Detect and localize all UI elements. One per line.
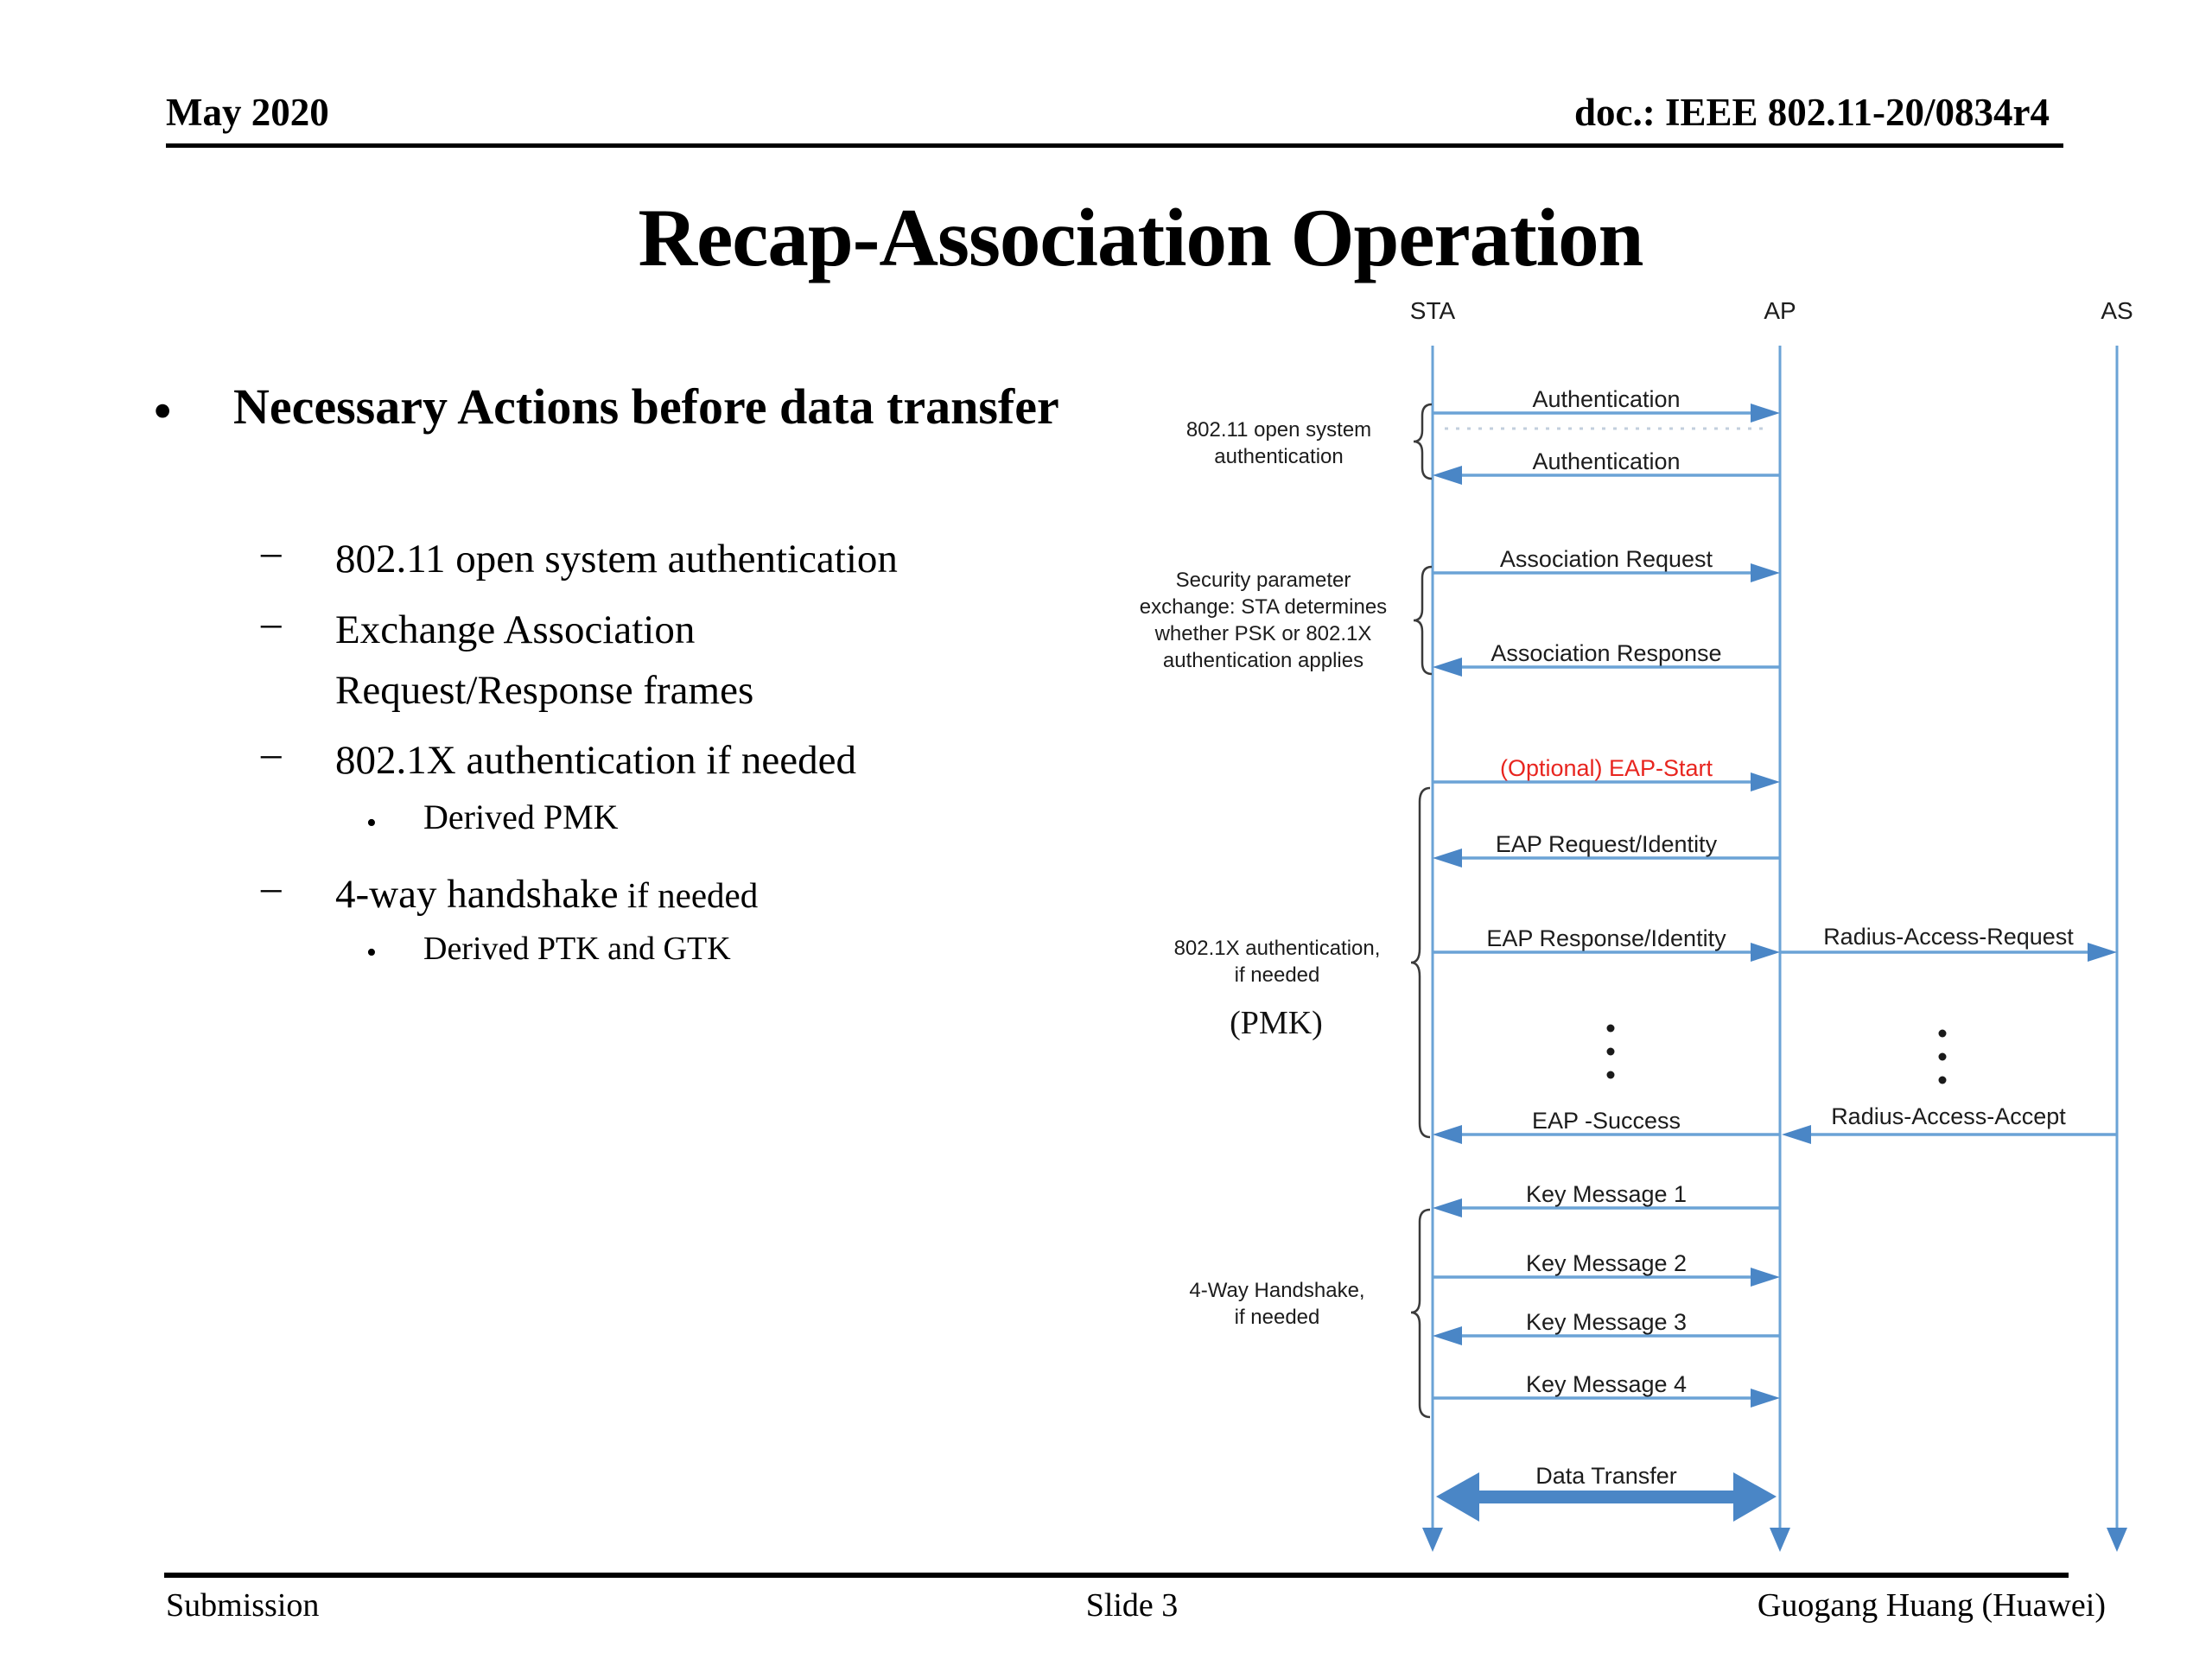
footer-rule <box>164 1573 2069 1578</box>
arrowhead-right <box>1751 1268 1780 1287</box>
ellipsis-dot <box>1606 1047 1615 1056</box>
sub-list-item: Derived PTK and GTK <box>423 931 731 967</box>
header-rule <box>166 143 2063 148</box>
data-transfer-arrowhead-right <box>1733 1472 1777 1522</box>
page-title: Recap-Association Operation <box>638 192 1643 283</box>
dash-marker: – <box>261 731 282 776</box>
arrowhead-right <box>2088 943 2117 962</box>
message-label: Association Response <box>1491 640 1722 666</box>
bullet-heading: Necessary Actions before data transfer <box>233 378 1059 435</box>
sub-list-item: Derived PMK <box>423 798 619 836</box>
message-label: EAP -Success <box>1531 1108 1681 1134</box>
ellipsis-dot <box>1938 1076 1947 1084</box>
list-item-main: 4-way handshake <box>335 872 619 917</box>
arrowhead-right <box>1751 772 1780 791</box>
annotation-open-system-auth: 802.11 open system authentication <box>1185 418 1372 468</box>
ellipsis-dot <box>1938 1052 1947 1061</box>
message-label-data-transfer: Data Transfer <box>1535 1463 1677 1489</box>
sub-bullet-marker: • <box>366 807 377 839</box>
open-system-auth-brace <box>1413 403 1433 480</box>
message-label: Radius-Access-Accept <box>1831 1103 2066 1129</box>
data-transfer-arrowhead-left <box>1436 1472 1479 1522</box>
actor-label-sta: STA <box>1409 297 1456 324</box>
dash-marker: – <box>261 601 282 645</box>
annotation-security-parameter: Security parameter exchange: STA determi… <box>1139 569 1388 672</box>
four-way-handshake-brace <box>1410 1208 1431 1419</box>
dot1x-auth-brace <box>1410 786 1431 1139</box>
footer-submission: Submission <box>166 1587 320 1624</box>
sub-bullet-marker: • <box>366 937 377 969</box>
list-item-tail: if needed <box>618 875 759 915</box>
arrowhead-left <box>1433 1326 1462 1345</box>
list-item: 802.11 open system authentication <box>335 537 898 582</box>
actor-label-ap: AP <box>1764 297 1796 324</box>
ellipsis-dot <box>1938 1029 1947 1038</box>
message-label: Key Message 4 <box>1525 1371 1688 1397</box>
arrowhead-left <box>1433 849 1462 868</box>
message-label: Authentication <box>1532 448 1681 474</box>
ellipsis-dot <box>1606 1024 1615 1033</box>
message-label: Radius-Access-Request <box>1823 924 2074 950</box>
arrowhead-left <box>1433 1198 1462 1217</box>
header-date: May 2020 <box>166 91 329 134</box>
arrowhead-right <box>1751 563 1780 582</box>
annotation-8021x-auth: 802.1X authentication, if needed <box>1173 937 1381 987</box>
footer-slide-number: Slide 3 <box>1085 1587 1179 1624</box>
arrowhead-right <box>1751 1389 1780 1408</box>
list-item: Exchange Association Request/Response fr… <box>335 607 754 713</box>
arrowhead-right <box>1751 404 1780 423</box>
arrowhead-right <box>1751 943 1780 962</box>
dash-marker: – <box>261 865 282 910</box>
footer-author: Guogang Huang (Huawei) <box>1757 1587 2106 1624</box>
list-item: 4-way handshake if needed <box>335 864 1113 925</box>
sta-lifeline-end-arrowhead <box>1422 1528 1443 1552</box>
dash-marker: – <box>261 530 282 575</box>
arrowhead-left <box>1433 1125 1462 1144</box>
message-label: EAP Response/Identity <box>1486 925 1726 951</box>
data-transfer-arrow-body <box>1474 1491 1738 1503</box>
message-label: Key Message 3 <box>1525 1309 1688 1335</box>
bullet-marker: • <box>154 383 172 439</box>
message-label-eap-start: (Optional) EAP-Start <box>1499 755 1713 781</box>
ellipsis-dot <box>1606 1071 1615 1079</box>
security-parameter-brace <box>1413 565 1433 676</box>
list-item: 802.1X authentication if needed <box>335 738 856 783</box>
arrowhead-left <box>1433 658 1462 677</box>
arrowhead-left <box>1433 466 1462 485</box>
arrowhead-left <box>1782 1125 1811 1144</box>
message-label: Association Request <box>1499 546 1713 572</box>
message-label: Authentication <box>1532 386 1681 412</box>
as-lifeline-end-arrowhead <box>2107 1528 2127 1552</box>
message-label: Key Message 1 <box>1525 1181 1688 1207</box>
message-label: EAP Request/Identity <box>1495 831 1718 857</box>
message-label: Key Message 2 <box>1525 1250 1688 1276</box>
header-doc-number: doc.: IEEE 802.11-20/0834r4 <box>1573 91 2050 134</box>
annotation-four-way-handshake: 4-Way Handshake, if needed <box>1189 1279 1365 1329</box>
actor-label-as: AS <box>2101 297 2133 324</box>
ap-lifeline-end-arrowhead <box>1770 1528 1790 1552</box>
annotation-pmk: (PMK) <box>1230 1005 1323 1041</box>
